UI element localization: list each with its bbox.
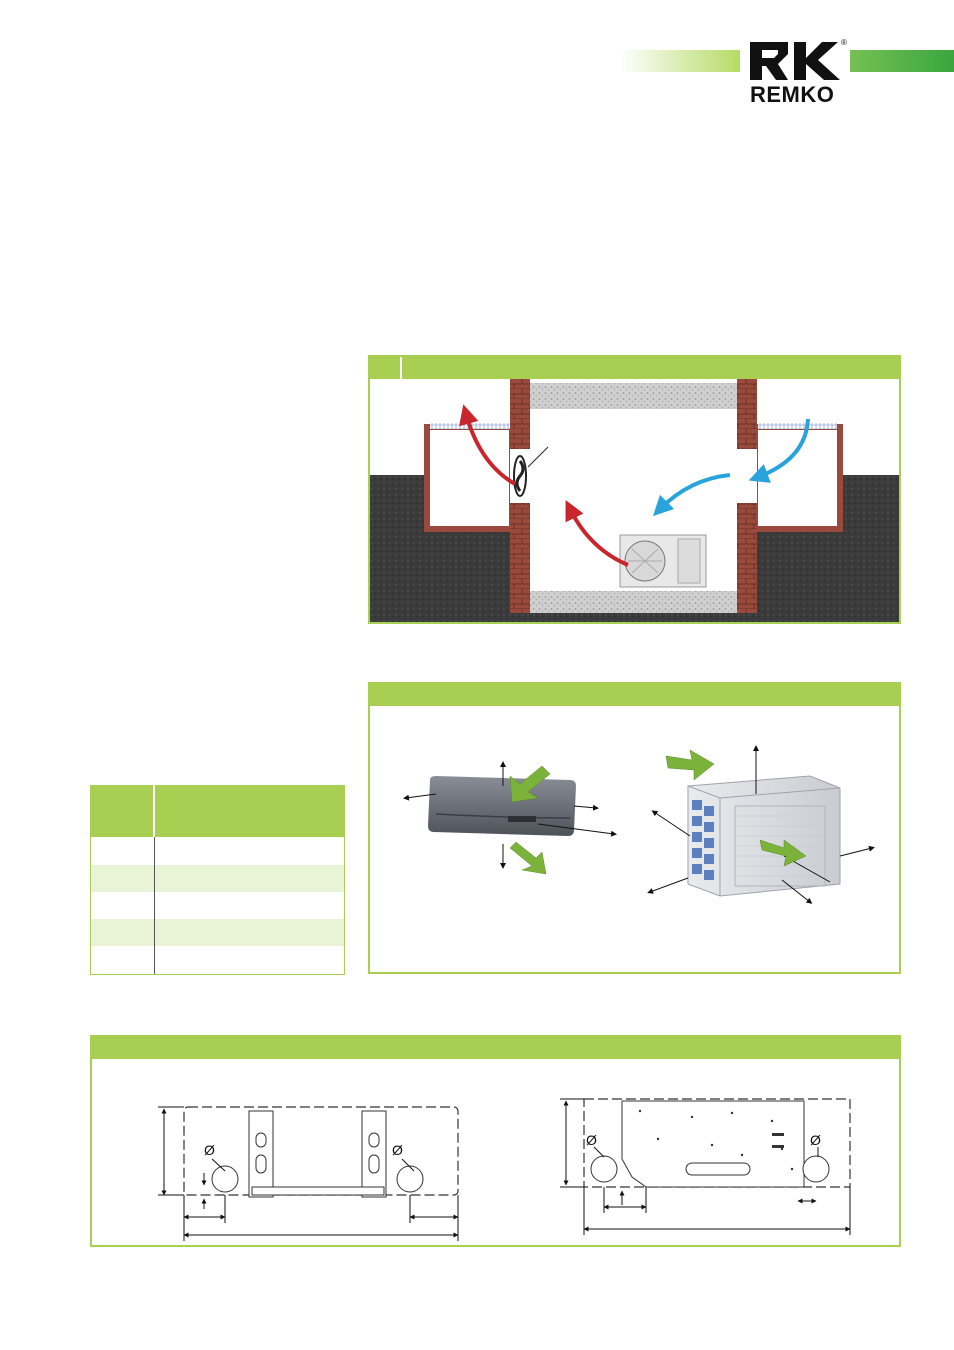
figure-1-illustration: [370, 379, 899, 622]
spec-table: [90, 785, 345, 975]
left-wall-lower: [510, 503, 530, 613]
left-wall-upper: [510, 379, 530, 449]
outdoor-clearance-right: [839, 845, 875, 857]
spec-table-column-divider: [154, 837, 155, 974]
figure-3-illustration: Ø Ø: [158, 1098, 851, 1241]
svg-text:Ø: Ø: [810, 1132, 821, 1148]
figure-2-header-bar: [370, 684, 899, 706]
outdoor-clearance-back: [647, 877, 689, 894]
svg-text:Ø: Ø: [586, 1132, 597, 1148]
figure-1-header-bar: [370, 357, 899, 379]
cool-air-arrow-icon-2: [652, 473, 731, 517]
floor-slab: [530, 591, 737, 613]
indoor-clearance-left: [403, 793, 437, 801]
logo: REMKO ®: [740, 36, 850, 107]
right-pit: [752, 424, 843, 532]
fan-icon: [513, 446, 549, 497]
registered-mark: ®: [841, 38, 847, 47]
table-row: [91, 919, 344, 946]
indoor-clearance-front: [537, 823, 617, 837]
warm-air-arrow-icon-2: [565, 500, 629, 567]
svg-text:Ø: Ø: [392, 1142, 403, 1158]
table-row: [91, 892, 344, 919]
mounting-bracket-icon: [183, 1106, 459, 1198]
outdoor-unit-icon: [687, 775, 841, 897]
airflow-arrow-icon-3: [665, 749, 715, 781]
logo-mark-icon: [750, 42, 840, 80]
figure-2-frame: [368, 682, 901, 974]
airflow-arrow-icon: [509, 765, 551, 803]
right-grill: [758, 423, 837, 429]
outdoor-unit-icon: [619, 534, 707, 588]
ceiling-slab: [530, 383, 737, 409]
table-row: [91, 838, 344, 865]
left-pit: [424, 424, 515, 532]
airflow-arrow-icon-2: [509, 841, 547, 875]
table-row: [91, 865, 344, 892]
airflow-arrow-icon-4: [759, 839, 807, 867]
outdoor-clearance-front: [781, 879, 813, 904]
diameter-symbol-icon-2: Ø Ø: [586, 1132, 821, 1148]
spec-table-header: [91, 785, 344, 837]
table-row: [91, 946, 344, 973]
figure-3-header-bar: [92, 1037, 899, 1059]
cool-air-arrow-icon: [748, 418, 810, 483]
indoor-unit-icon: [428, 776, 576, 836]
figure-1-frame: [368, 355, 901, 624]
diameter-symbol-icon: Ø Ø: [204, 1142, 403, 1158]
right-wall-lower: [737, 503, 757, 613]
logo-wordmark: REMKO: [750, 82, 835, 107]
right-wall-upper: [737, 379, 757, 449]
base-plate-icon: [583, 1098, 851, 1188]
indoor-clearance-right: [573, 804, 599, 811]
outdoor-clearance-left: [651, 810, 691, 837]
figure-2-illustration: [403, 745, 875, 904]
spec-table-header-divider: [153, 785, 155, 837]
svg-text:Ø: Ø: [204, 1142, 215, 1158]
warm-air-arrow-icon: [459, 404, 517, 486]
figure-3-frame: Ø Ø: [90, 1035, 901, 1247]
figure-1-number-box: [370, 357, 402, 379]
